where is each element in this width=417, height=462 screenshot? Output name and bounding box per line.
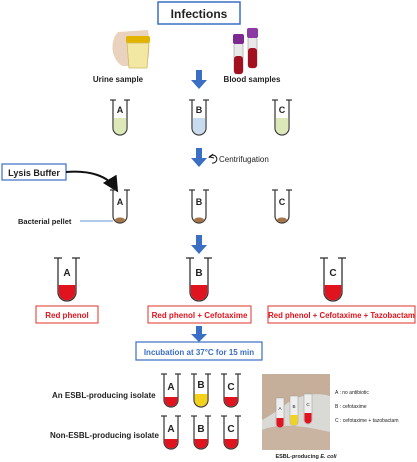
condition-box-b (147, 305, 252, 324)
condition-c-label: Red phenol + Cefotaxime + Tazobactam (268, 311, 415, 320)
result-esbl-tube-c: C (221, 373, 241, 408)
condition-b-label: Red phenol + Cefotaxime (152, 311, 248, 320)
title-text: Infections (171, 7, 228, 21)
result-esbl-tube-b: B (191, 373, 211, 408)
tube-row3-a-letter: A (63, 268, 70, 279)
tube-row1-a: A (110, 99, 130, 136)
tube-row-2: A B C (110, 189, 292, 224)
tube-row1-b-letter: B (196, 105, 203, 115)
photo-caption-prefix: ESBL-producing (275, 454, 320, 460)
result-non-esbl-c-letter: C (227, 424, 234, 435)
urine-cup-icon (112, 30, 150, 69)
result-non-esbl-a-letter: A (167, 424, 174, 435)
tube-row2-a: A (110, 189, 130, 224)
lysis-arrow (65, 170, 119, 193)
tube-row2-c-letter: C (279, 197, 286, 207)
tube-row3-c-letter: C (329, 268, 336, 279)
centrifugation-label: Centrifugation (219, 155, 269, 164)
result-row-esbl: A B C (161, 373, 241, 408)
tube-row1-c: C (272, 99, 292, 136)
photo-legend-b: B : cefotaxime (335, 404, 367, 410)
condition-box-a (35, 305, 99, 324)
bacterial-pellet-label: Bacterial pellet (18, 217, 72, 226)
photo-letter-a: A (278, 406, 281, 411)
condition-a-label: Red phenol (45, 311, 89, 320)
tube-row3-a: A (54, 257, 80, 302)
result-esbl-a-letter: A (167, 382, 174, 393)
tube-row2-b-letter: B (196, 197, 203, 207)
result-non-esbl-b-letter: B (197, 424, 204, 435)
result-non-esbl-tube-b: B (191, 415, 211, 450)
result-esbl-tube-a: A (161, 373, 181, 408)
photo-legend-c: C : cefotaxime + tazobactam (335, 418, 399, 424)
photo-letter-c: C (306, 402, 310, 407)
photo-letter-b: B (292, 404, 295, 409)
lysis-buffer-label: Lysis Buffer (8, 168, 60, 178)
tube-row3-c: C (320, 257, 346, 302)
photo-caption: ESBL-producing E. coli (275, 454, 337, 460)
result-non-esbl-tube-c: C (221, 415, 241, 450)
tube-row3-b: B (186, 257, 212, 302)
photo-caption-italic: E. coli (320, 454, 337, 460)
incubation-label: Incubation at 37°C for 15 min (144, 348, 254, 357)
condition-box-c (267, 305, 416, 324)
non-esbl-isolate-label: Non-ESBL-producing isolate (50, 431, 159, 440)
tube-row3-b-letter: B (195, 268, 202, 279)
flow-arrow-3 (191, 235, 207, 254)
esbl-isolate-label: An ESBL-producing isolate (52, 391, 156, 400)
result-esbl-b-letter: B (197, 380, 204, 391)
result-row-non-esbl: A B C (161, 415, 241, 450)
title-box (157, 1, 241, 25)
blood-samples-label: Blood samples (224, 75, 281, 84)
photo-panel: A B C (262, 374, 330, 450)
flow-arrow-4 (191, 326, 207, 342)
flow-arrow-2 (191, 148, 207, 167)
tube-row1-b: B (189, 99, 209, 136)
photo-legend-a: A : no antibiotic (335, 390, 369, 396)
flow-arrow-1 (191, 70, 207, 89)
tube-row-1: A B C (110, 99, 292, 136)
centrifuge-icon (208, 153, 218, 164)
tube-row1-a-letter: A (117, 105, 124, 115)
incubation-box (135, 341, 263, 361)
tube-row2-a-letter: A (117, 197, 124, 207)
result-non-esbl-tube-a: A (161, 415, 181, 450)
tube-row2-b: B (189, 189, 209, 224)
result-esbl-c-letter: C (227, 382, 234, 393)
tube-row2-c: C (272, 189, 292, 224)
urine-sample-label: Urine sample (93, 75, 144, 84)
tube-row-3: A B C (54, 257, 346, 302)
blood-tubes-icon (233, 28, 258, 75)
tube-row1-c-letter: C (279, 105, 286, 115)
